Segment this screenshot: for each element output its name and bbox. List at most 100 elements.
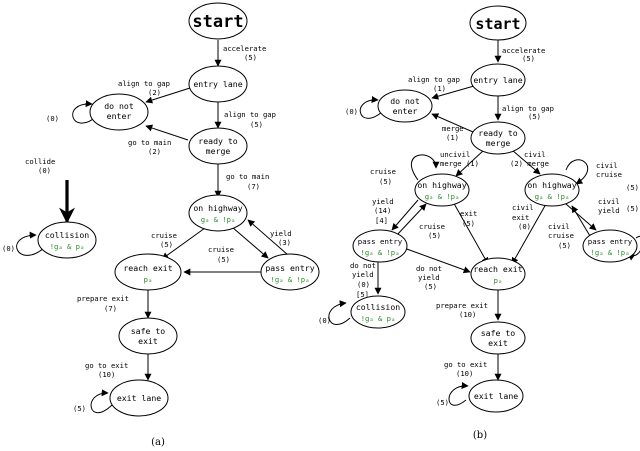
lbl-b-goexit-2: (10) [456, 369, 473, 378]
lbl-a-cruise2-1: cruise [208, 245, 234, 254]
lbl-a-accelerate-2: (5) [244, 53, 257, 62]
loop-b-hwyR [565, 159, 589, 185]
edge-a-align-to-gap-donot [145, 87, 191, 104]
edge-b-yield [391, 199, 419, 231]
node-b-exit-lane: exit lane [468, 379, 524, 413]
node-b-pass-entry-left: pass entry !gₐ & !pₐ [352, 229, 408, 263]
lbl-b-civilexit-2: exit [512, 213, 529, 222]
node-b-passR-guard: !gₐ & !pₐ [591, 248, 630, 257]
lbl-b-align2-2: (5) [528, 112, 541, 121]
node-a-start: start [188, 2, 248, 40]
node-b-passL-label: pass entry [358, 237, 403, 246]
edge-b-uncivil-merge [455, 149, 485, 177]
lbl-a-collide-2: (0) [38, 166, 51, 175]
lbl-b-notyield2-2: yield [418, 273, 440, 282]
caption-b: (b) [473, 430, 487, 441]
edge-b-exit-left [451, 199, 489, 265]
node-b-do-not-enter: do not enter [377, 89, 433, 123]
lbl-b-civilexit-3: (0) [518, 222, 531, 231]
node-b-safe-l1: safe to [481, 328, 516, 338]
lbl-b-cruiseL-1: cruise [370, 167, 396, 176]
panel-b: accelerate (5) align to gap (1) align to… [318, 5, 640, 441]
node-b-on-highway-right: on highway gₐ & !pₐ [524, 173, 580, 207]
node-a-reach-exit: reach exit pₐ [114, 253, 182, 291]
node-a-do-not-enter-l2: enter [107, 111, 132, 121]
loop-a-exit [90, 389, 113, 413]
lbl-a-cruise2-2: (5) [217, 255, 230, 264]
lbl-b-merge1-2: (1) [446, 133, 459, 142]
lbl-b-accelerate-2: (5) [522, 54, 535, 63]
lbl-a-collide-1: collide [25, 157, 55, 166]
node-a-ready-to-merge: ready to merge [188, 127, 248, 165]
lbl-b-cruiseL-2: (5) [379, 177, 392, 186]
lbl-b-civilcruise2-1: civil [548, 222, 570, 231]
lbl-b-civilcruise-2: cruise [596, 170, 622, 179]
node-a-exit-lane: exit lane [109, 379, 169, 417]
node-b-start-label: start [475, 15, 520, 33]
lbl-b-yield-2: (14) [374, 206, 391, 215]
node-b-exit-label: exit lane [474, 391, 518, 401]
edge-b-civil-cruise2 [571, 205, 591, 237]
node-a-ready-l2: merge [206, 146, 231, 156]
loop-b-collision [328, 300, 351, 325]
lbl-b-loop-donot: (0) [345, 107, 358, 116]
panel-a: accelerate (5) align to gap (2) align to… [2, 2, 320, 448]
lbl-b-notyield1-1: do not [350, 261, 376, 270]
node-a-ready-l1: ready to [198, 136, 238, 146]
caption-a: (a) [151, 437, 165, 448]
lbl-a-gomain1-2: (2) [148, 147, 161, 156]
edge-b-cruise-back [395, 203, 427, 237]
lbl-a-loop-coll: (0) [2, 244, 15, 253]
loop-b-exit [448, 382, 469, 406]
loop-a-donot [72, 100, 98, 124]
edge-b-passL-reach [403, 247, 471, 274]
lbl-a-prep-2: (7) [104, 304, 117, 313]
node-b-coll-guard: !gₐ & pₐ [361, 314, 396, 323]
lbl-a-align1-2: (2) [148, 88, 161, 97]
node-b-reach-guard: pₐ [494, 276, 503, 285]
edge-b-align-donot [431, 85, 475, 100]
node-a-on-highway: on highway gₐ & !pₐ [188, 194, 248, 232]
lbl-a-align2-1: align to gap [224, 110, 276, 119]
edge-a-go-to-main-back [145, 124, 189, 141]
node-a-safe-to-exit: safe to exit [118, 317, 178, 355]
lbl-b-civil-2: (2) merge [510, 159, 549, 168]
edge-a-hwy-to-pass [231, 226, 269, 259]
lbl-b-yield-1: yield [372, 197, 394, 206]
lbl-b-civilyield-1: civil [598, 197, 620, 206]
lbl-a-cruise1-1: cruise [151, 231, 177, 240]
node-b-reach-exit: reach exit pₐ [470, 257, 526, 291]
node-b-collision: collision !gₐ & pₐ [350, 295, 406, 329]
node-a-exit-label: exit lane [117, 393, 161, 403]
lbl-b-align1-1: align to gap [408, 75, 460, 84]
node-b-pass-entry-right: pass entry !gₐ & !pₐ [582, 229, 638, 263]
lbl-b-bad5: [5] [356, 290, 369, 299]
lbl-a-align2-2: (5) [250, 120, 263, 129]
node-b-ready-to-merge: ready to merge [470, 121, 526, 155]
lbl-a-goexit-2: (10) [98, 370, 115, 379]
lbl-b-exitL-2: (5) [462, 219, 475, 228]
node-a-safe-l2: exit [138, 336, 158, 346]
edge-b-civil-merge [511, 149, 541, 175]
node-b-passL-guard: !gₐ & !pₐ [361, 248, 400, 257]
lbl-b-civil-1: civil [524, 150, 546, 159]
lbl-b-exitL-1: exit [460, 209, 477, 218]
node-b-hwyL-guard: gₐ & !pₐ [425, 192, 460, 201]
node-a-pass-entry: pass entry !gₐ & !pₐ [260, 253, 320, 291]
lbl-a-loop-exit: (5) [73, 404, 86, 413]
lbl-b-loop-exit: (5) [436, 398, 449, 407]
node-b-hwyR-guard: gₐ & !pₐ [535, 192, 570, 201]
lbl-b-notyield2-1: do not [416, 264, 442, 273]
node-b-entry-label: entry lane [473, 75, 522, 85]
node-b-coll-label: collision [356, 302, 400, 312]
lbl-a-gomain2-2: (7) [247, 182, 260, 191]
lbl-b-civilyield-2: yield [598, 206, 620, 215]
node-a-do-not-enter-l1: do not [104, 101, 134, 111]
node-a-pass-label: pass entry [265, 263, 314, 273]
lbl-a-yield-1: yield [270, 229, 292, 238]
lbl-b-civilcruise2-2: cruise [548, 231, 574, 240]
node-a-coll-guard: !gₐ & pₐ [50, 242, 85, 251]
lbl-b-notyield1-2: yield [352, 270, 374, 279]
node-b-entry-lane: entry lane [470, 63, 526, 97]
